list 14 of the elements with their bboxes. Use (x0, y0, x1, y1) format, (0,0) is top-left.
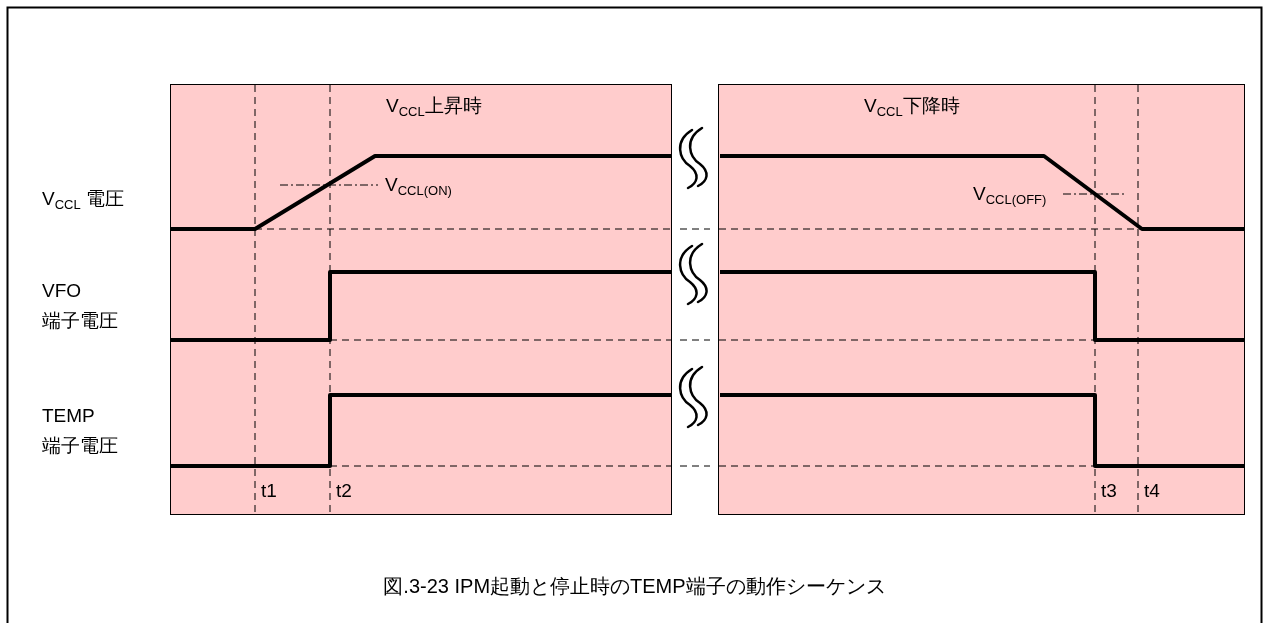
signal-label: TEMP 端子電圧 (42, 404, 119, 458)
signal-label: VFO 端子電圧 (42, 279, 119, 333)
threshold-label: V$_{CCL(ON)}$ (385, 174, 452, 196)
threshold-label: V$_{CCL(OFF)}$ (973, 183, 1047, 205)
signal-label: V$_{CCL}$ 電圧 (42, 188, 124, 210)
time-label: t4 (1144, 480, 1160, 502)
panel-title: V$_{CCL}$下降時 (864, 95, 960, 117)
chart-panel (170, 84, 672, 515)
time-label: t3 (1101, 480, 1117, 502)
caption: 図.3-23 IPM起動と停止時のTEMP端子の動作シーケンス (383, 575, 886, 597)
time-label: t2 (336, 480, 352, 502)
time-label: t1 (261, 480, 277, 502)
panel-title: V$_{CCL}$上昇時 (386, 95, 482, 117)
chart-panel (718, 84, 1245, 515)
